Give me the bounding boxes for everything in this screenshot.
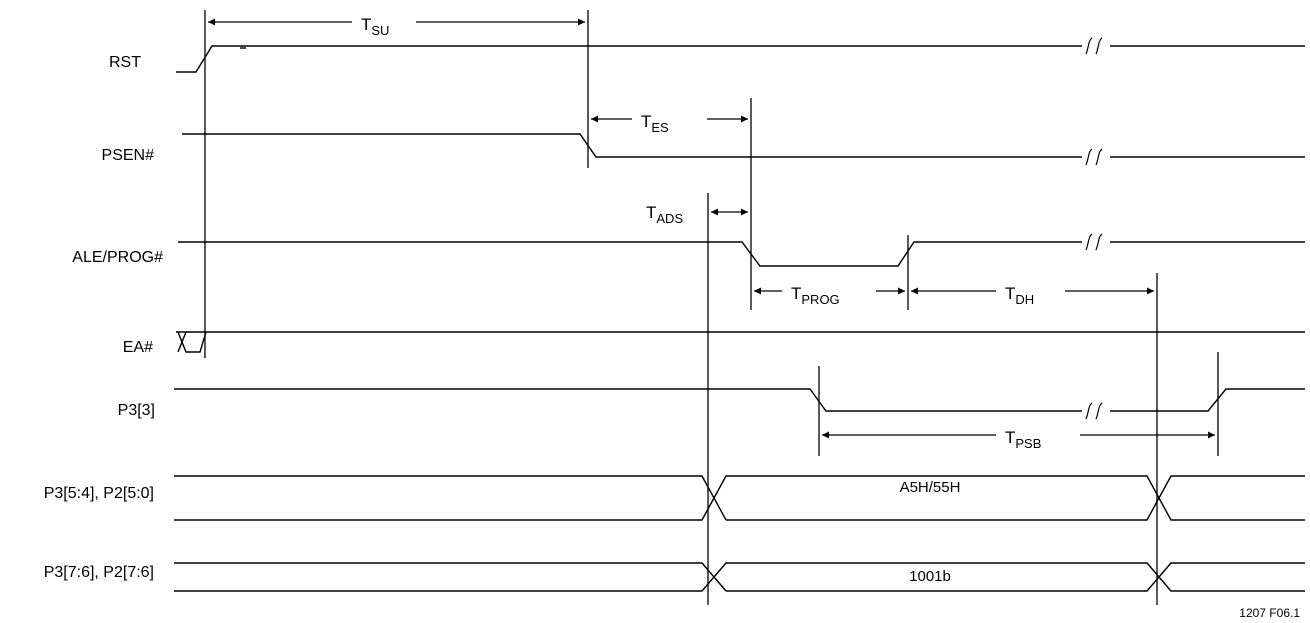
waveform-psen [182,133,1305,158]
waveform-ale-prog [178,241,1305,267]
timing-tprog: TPROG [754,284,905,307]
svg-text:TDH: TDH [1005,284,1034,307]
timing-tes: TES [591,112,748,135]
tpsb-sub: PSB [1015,436,1041,451]
waveform-ea [176,331,1305,353]
timing-tdh: TDH [911,284,1154,307]
tdh-main: T [1005,284,1015,303]
timing-tads: TADS [646,203,748,226]
tads-sub: ADS [656,211,683,226]
tprog-sub: PROG [801,292,839,307]
timing-tpsb: TPSB [822,428,1215,451]
signal-label-ale-prog: ALE/PROG# [72,249,163,266]
svg-text:TES: TES [641,112,669,135]
bus-value-data: A5H/55H [900,479,961,496]
svg-text:TSU: TSU [361,15,389,38]
signal-label-psen: PSEN# [102,147,155,164]
svg-text:TPROG: TPROG [791,284,840,307]
break-symbol-psen [1085,148,1103,166]
waveform-bus-p354-p250 [174,475,1305,521]
tprog-main: T [791,284,801,303]
tpsb-main: T [1005,428,1015,447]
svg-text:TPSB: TPSB [1005,428,1041,451]
break-symbol-rst [1085,37,1103,55]
tsu-main: T [361,15,371,34]
signal-label-rst: RST [109,54,141,71]
svg-text:TADS: TADS [646,203,683,226]
signal-label-p354-p250: P3[5:4], P2[5:0] [44,485,154,502]
tads-main: T [646,203,656,222]
figure-id: 1207 F06.1 [1239,606,1300,620]
signal-label-ea: EA# [123,339,153,356]
tes-sub: ES [651,120,669,135]
tdh-sub: DH [1015,292,1034,307]
break-symbol-ale [1085,233,1103,251]
waveform-bus-p376-p276 [174,562,1305,592]
bus-value-mode: 1001b [909,568,951,585]
break-symbol-p33 [1085,402,1103,420]
signal-label-p376-p276: P3[7:6], P2[7:6] [44,564,154,581]
signal-label-p33: P3[3] [118,402,155,419]
timing-tsu: TSU [208,15,585,38]
tsu-sub: SU [371,23,389,38]
tes-main: T [641,112,651,131]
waveform-p33 [174,388,1305,412]
waveform-rst [176,45,1305,73]
